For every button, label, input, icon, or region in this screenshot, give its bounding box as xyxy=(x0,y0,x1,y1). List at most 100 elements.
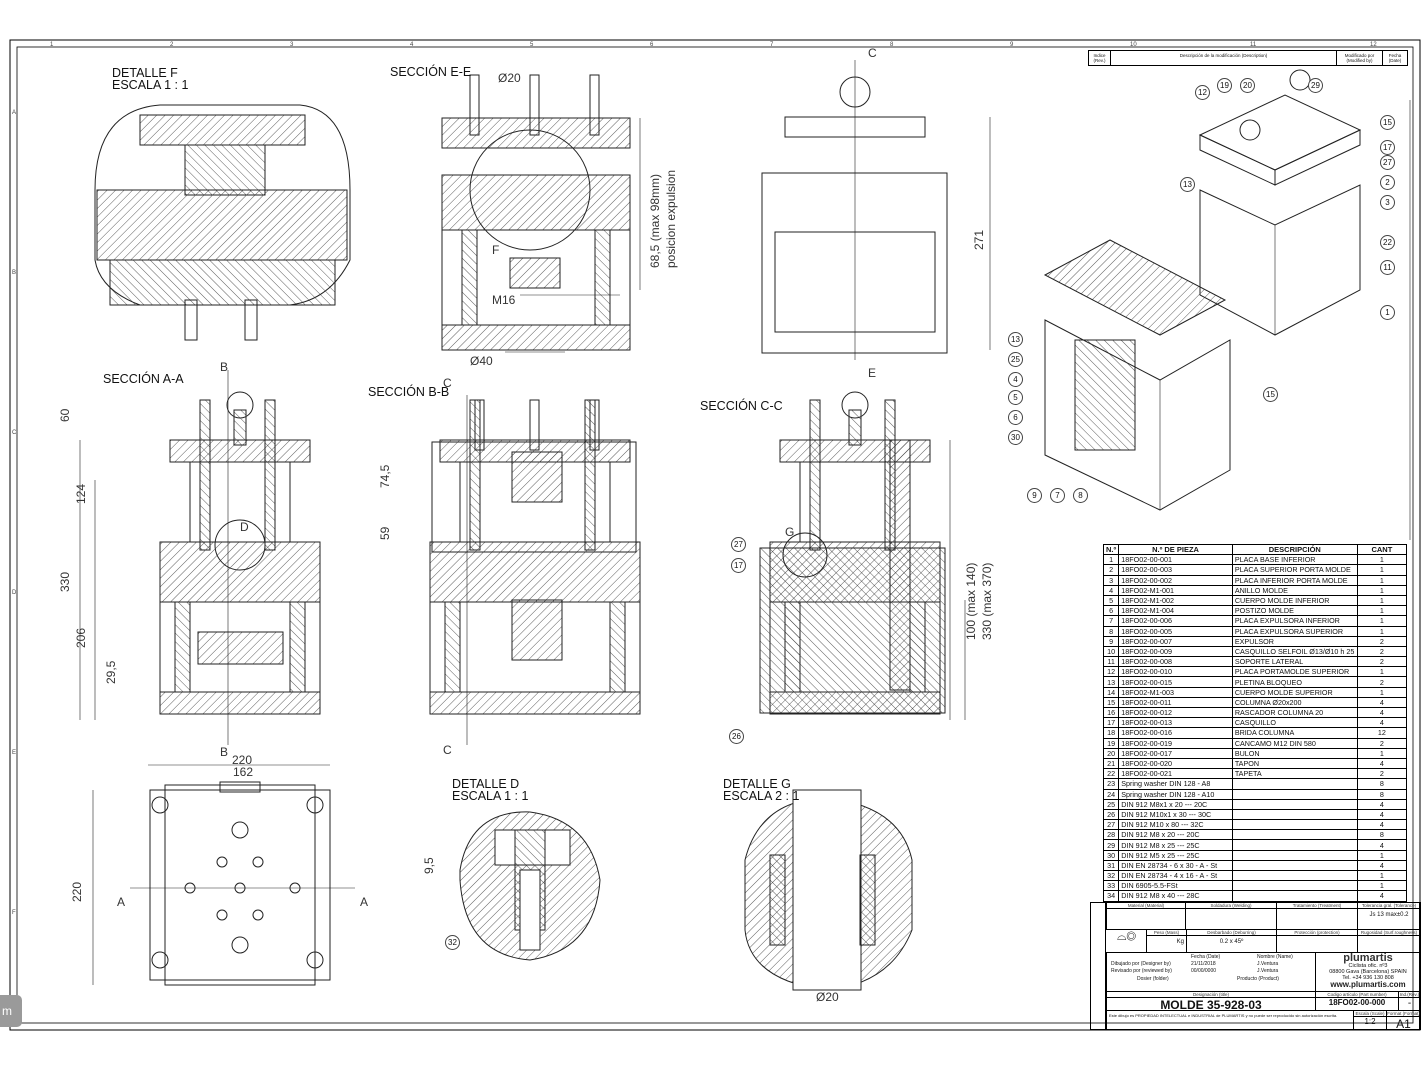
mass-label: Peso (Mass) xyxy=(1147,930,1186,936)
cell-quantity: 1 xyxy=(1356,747,1408,759)
detail-d-title: DETALLE D ESCALA 1 : 1 xyxy=(452,777,529,803)
cell-part-number: DIN 912 M10 x 80 --- 32C xyxy=(1118,819,1233,831)
cell-number: 32 xyxy=(1102,869,1120,882)
cell-number: 34 xyxy=(1102,890,1120,902)
cell-description: PLETINA BLOQUEO xyxy=(1231,676,1358,688)
part-balloon: 3 xyxy=(1380,195,1395,210)
cell-description xyxy=(1231,880,1358,892)
format-label: Format (Format) xyxy=(1387,1011,1420,1017)
grid-column-label: 7 xyxy=(770,42,774,48)
bolt-hole xyxy=(216,856,228,868)
cell-number: 20 xyxy=(1102,747,1120,759)
cell-description: BULON xyxy=(1231,747,1358,759)
cell-quantity: 1 xyxy=(1356,574,1408,586)
title-block: Material (Material) Soldadura (Welding) … xyxy=(1090,902,1421,1030)
col-header-description: DESCRIPCIÓN xyxy=(1231,543,1358,556)
cell-number: 9 xyxy=(1102,635,1120,647)
cell-part-number: 18FO02-00-015 xyxy=(1118,676,1233,688)
cell-quantity: 1 xyxy=(1356,869,1408,882)
iso-cut-body xyxy=(1044,319,1231,511)
cell-number: 2 xyxy=(1102,564,1120,576)
side-panel-toggle-button[interactable]: m xyxy=(0,995,22,1027)
cut-marker-c-bottom: C xyxy=(443,743,452,757)
tolerance-value: Js 13 max±0.2 xyxy=(1369,912,1409,918)
revision-cell: Ind.(Rev.)- xyxy=(1398,991,1421,1011)
cell-number: 23 xyxy=(1102,778,1120,790)
dim-d-9-5: 9,5 xyxy=(422,857,436,874)
part-balloon: 20 xyxy=(1240,78,1255,93)
detail-g-title: DETALLE G ESCALA 2 : 1 xyxy=(723,777,800,803)
grid-column-label: 10 xyxy=(1130,42,1137,48)
column xyxy=(529,74,540,136)
cut-marker-a-right: A xyxy=(360,895,369,909)
cut-marker-a-left: A xyxy=(117,895,126,909)
cell-description: PLACA PORTAMOLDE SUPERIOR xyxy=(1231,666,1358,678)
part-balloon: 8 xyxy=(1073,488,1088,503)
part-number-label: Codigo artículo (Part number) xyxy=(1316,992,1398,998)
cell-quantity: 1 xyxy=(1356,625,1408,637)
part-balloon: 5 xyxy=(1008,390,1023,405)
cut-marker-c-top: C xyxy=(443,376,452,390)
reviewed-by-label: Revisado por (reviewed by) xyxy=(1111,968,1172,974)
part-outline xyxy=(219,781,261,793)
cell-part-number: 18FO02-00-019 xyxy=(1118,737,1233,749)
cell-description xyxy=(1231,829,1358,841)
cell-description: ANILLO MOLDE xyxy=(1231,584,1358,596)
rev-date-header: Fecha (Date) xyxy=(1388,53,1402,63)
welding-cell: Soldadura (Welding) xyxy=(1185,902,1277,930)
cell-quantity: 1 xyxy=(1356,554,1408,566)
drawing-line xyxy=(1199,134,1276,186)
cell-part-number: DIN 912 M5 x 25 --- 25C xyxy=(1118,849,1233,861)
cell-part-number: 18FO02-00-012 xyxy=(1118,706,1233,719)
detail-g-column xyxy=(792,789,862,991)
grid-column-label: 11 xyxy=(1250,42,1257,48)
dim-left-220: 220 xyxy=(70,881,84,902)
grid-column-label: 8 xyxy=(890,42,894,48)
cell-part-number: 18FO02-00-001 xyxy=(1118,554,1233,566)
cell-part-number: 18FO02-00-021 xyxy=(1118,768,1233,780)
deburring-label: Desbarbado (Deburring) xyxy=(1187,930,1276,936)
cell-number: 26 xyxy=(1102,808,1120,821)
mass-cell: Peso (Mass)Kg xyxy=(1146,929,1187,953)
grid-column-label: 5 xyxy=(530,42,534,48)
part-balloon: 15 xyxy=(1263,387,1278,402)
date-header: Fecha (Date) xyxy=(1191,954,1221,960)
cell-part-number: Spring washer DIN 128 - A10 xyxy=(1118,788,1233,800)
bolt-hole xyxy=(231,936,249,954)
guide-column xyxy=(264,399,276,551)
cell-part-number: 18FO02-00-005 xyxy=(1118,625,1233,637)
part-balloon: 22 xyxy=(1380,235,1395,250)
bolt-hole xyxy=(252,856,264,868)
cell-quantity: 4 xyxy=(1356,839,1408,851)
part-balloon: 17 xyxy=(1380,140,1395,155)
revision-label: Ind.(Rev.) xyxy=(1399,992,1420,998)
part-number-cell: Codigo artículo (Part number)18FO02-00-0… xyxy=(1315,991,1399,1011)
cell-part-number: 18FO02-00-020 xyxy=(1118,757,1233,770)
ee-mold-body xyxy=(441,174,631,231)
part-outline xyxy=(511,599,563,661)
name-header: Nombre (Name) xyxy=(1257,954,1293,960)
grid-column-label: 2 xyxy=(170,42,174,48)
cell-part-number: DIN EN 28734 - 4 x 16 - A - St xyxy=(1118,869,1233,882)
cell-part-number: 18FO02-00-008 xyxy=(1118,656,1233,668)
cell-number: 22 xyxy=(1102,768,1120,780)
bolt-hole xyxy=(252,909,264,921)
cell-quantity: 1 xyxy=(1356,880,1408,892)
part-outline xyxy=(889,439,911,691)
revision-value: - xyxy=(1407,998,1412,1009)
part-outline xyxy=(164,784,316,986)
detail-d-circle xyxy=(214,519,266,571)
cell-number: 27 xyxy=(1102,819,1120,831)
side-support xyxy=(174,601,191,693)
bolt-hole xyxy=(216,909,228,921)
